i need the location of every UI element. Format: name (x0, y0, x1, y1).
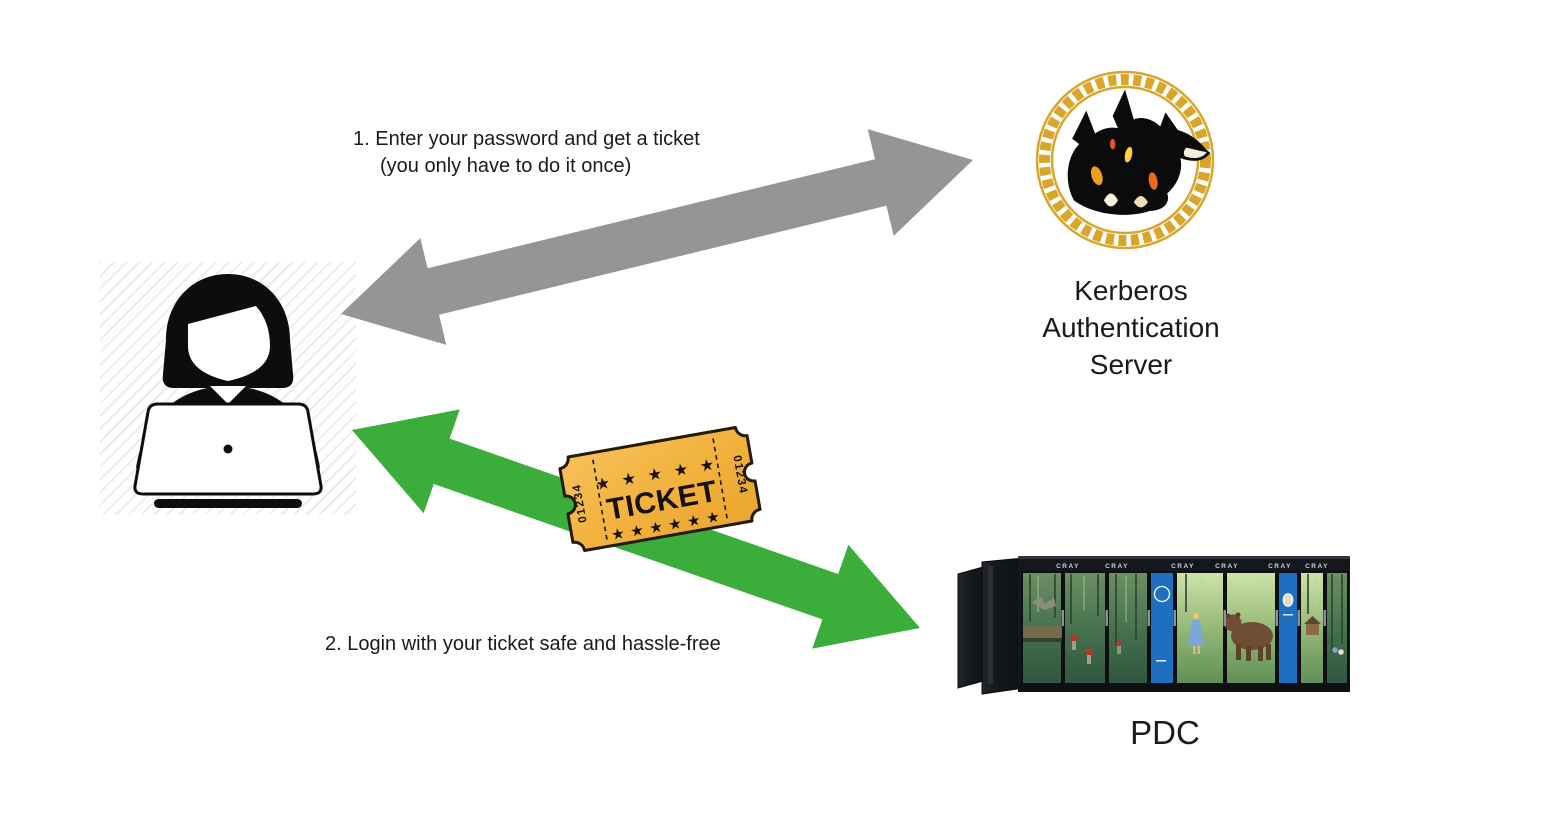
cray-brand-label: CRAY (1268, 563, 1292, 570)
cray-brand-label: CRAY (1105, 563, 1129, 570)
gnome-red-cap (1085, 648, 1093, 656)
gnome-body (1117, 646, 1121, 654)
laptop-base (154, 499, 302, 508)
panel-artwork-details (1023, 574, 1344, 664)
cottage-roof (1304, 616, 1321, 624)
admission-ticket-icon: ★ ★ ★ ★ ★ TICKET ★ ★ ★ ★ ★ ★ 01234 01234 (558, 425, 762, 553)
kth-blue-panel (1149, 571, 1175, 685)
gnome-red-cap (1070, 634, 1078, 642)
panel-hinges (1061, 610, 1326, 626)
art-panel-forest (1107, 571, 1149, 685)
dog-chest-patch-2 (1133, 196, 1148, 208)
art-panel-trees (1325, 571, 1349, 685)
woman-at-laptop-icon (133, 274, 323, 508)
ticket-body (558, 425, 762, 553)
cray-brand-label: CRAY (1305, 563, 1329, 570)
lake (1023, 626, 1062, 638)
bear-body (1231, 622, 1273, 650)
step1-line1: 1. Enter your password and get a ticket (353, 128, 700, 150)
cottage (1306, 624, 1319, 635)
gnome-body (1072, 641, 1076, 650)
dog-snout (1183, 147, 1207, 159)
face (188, 306, 270, 381)
kth-roundel (1153, 585, 1171, 603)
greek-key-ring-band (1039, 74, 1211, 246)
flame-patch (1148, 172, 1158, 190)
child-figure (1332, 647, 1338, 653)
frame-top-highlight (1018, 556, 1350, 559)
lake-reflection (1023, 638, 1062, 642)
girl-blue-dress (1188, 620, 1204, 646)
flame-patch (1090, 166, 1103, 186)
cray-brand-label: CRAY (1056, 563, 1080, 570)
blue-panel-portrait (1277, 571, 1299, 685)
pdc-label: PDC (1130, 714, 1200, 751)
portrait-medallion (1282, 593, 1294, 607)
girl-head (1193, 613, 1199, 619)
dog-silhouette (1067, 89, 1211, 215)
cabinet-highlight (988, 566, 993, 684)
laptop-logo-dot (223, 444, 233, 454)
greek-key-ring-outer (1035, 70, 1215, 250)
step1-label: 1. Enter your password and get a ticket … (353, 126, 700, 180)
child-figure (1338, 649, 1344, 655)
gnome-red-cap (1116, 641, 1122, 647)
three-headed-dog (1067, 89, 1211, 215)
flame-patch (1110, 138, 1116, 150)
cray-brand-label: CRAY (1171, 563, 1195, 570)
step2-label: 2. Login with your ticket safe and hassl… (325, 633, 721, 655)
collar (210, 386, 246, 404)
cray-brand-label: CRAY (1215, 563, 1239, 570)
machine-base (1018, 684, 1350, 692)
password-exchange-arrow (341, 129, 973, 345)
panel-row (1021, 571, 1349, 685)
flame-patch (1124, 146, 1133, 163)
cray-supercomputer-image: CRAY CRAY CRAY CRAY CRAY CRAY (957, 556, 1350, 695)
panel-caption-mark (1156, 660, 1166, 662)
bear-head (1224, 614, 1242, 632)
dog-chest-patch (1103, 193, 1118, 207)
cerberus-three-headed-dog-logo (1035, 70, 1215, 250)
gnome-body (1087, 655, 1091, 664)
bat (1032, 596, 1056, 610)
step1-line2: (you only have to do it once) (380, 155, 632, 177)
kerberos-server-label: Kerberos Authentication Server (1042, 275, 1220, 380)
